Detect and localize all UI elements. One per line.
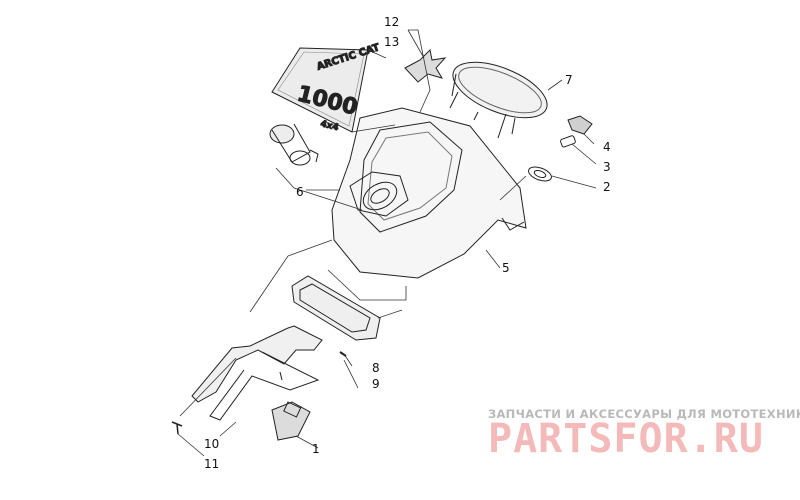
callout-7: 7	[565, 73, 573, 87]
callout-13: 13	[384, 35, 399, 49]
callout-6: 6	[296, 185, 304, 199]
callout-11: 11	[204, 457, 219, 471]
callout-2: 2	[603, 180, 611, 194]
callout-8: 8	[372, 361, 380, 375]
mount-bracket	[191, 325, 323, 421]
trim-piece	[291, 275, 381, 341]
watermark: ЗАПЧАСТИ И АКСЕССУАРЫ ДЛЯ МОТОТЕХНИКИ PA…	[488, 407, 800, 462]
screw-11-part	[171, 421, 183, 435]
callout-1: 1	[312, 442, 320, 456]
watermark-site: PARTSFOR.RU	[488, 416, 764, 462]
callout-5: 5	[502, 261, 510, 275]
watermark-tagline: ЗАПЧАСТИ И АКСЕССУАРЫ ДЛЯ МОТОТЕХНИКИ	[488, 407, 800, 421]
callout-10: 10	[204, 437, 219, 451]
callout-9: 9	[372, 377, 380, 391]
plug-part	[271, 401, 311, 441]
decal-badge-text: 4x4	[319, 119, 339, 133]
callout-12: 12	[384, 15, 399, 29]
key-part	[560, 115, 593, 148]
callout-3: 3	[603, 160, 611, 174]
dash-housing	[331, 107, 527, 279]
leader-lines	[177, 29, 597, 457]
switch-part	[269, 123, 319, 166]
callout-4: 4	[603, 140, 611, 154]
callout-labels: 1 2 3 4 5 6 7 8 9 10 11 12 13	[204, 15, 611, 471]
bezel-ring-part	[528, 166, 552, 182]
gauge-cluster	[449, 61, 548, 139]
